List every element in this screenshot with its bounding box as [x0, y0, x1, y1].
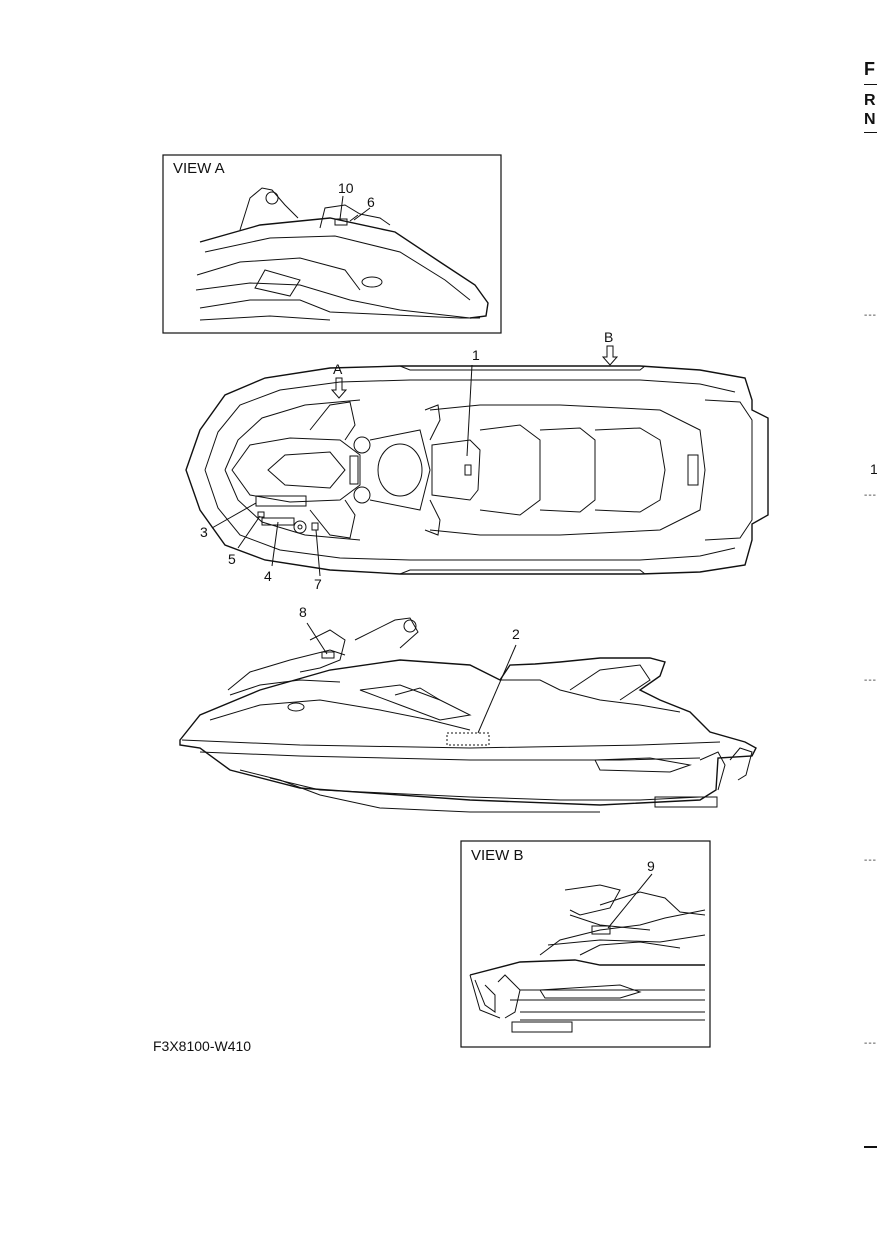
- view-a-title: VIEW A: [173, 160, 225, 177]
- side-view-illustration: [179, 617, 757, 813]
- callout-9: 9: [647, 858, 655, 874]
- top-view-illustration: [185, 365, 769, 575]
- edge-dash: ---: [864, 675, 877, 686]
- view-b-stern-illustration: [469, 884, 706, 1033]
- arrow-a-label: A: [333, 361, 343, 377]
- edge-dash: ---: [864, 310, 877, 321]
- callout-5: 5: [228, 551, 236, 567]
- view-b-title: VIEW B: [471, 847, 524, 864]
- edge-dash: ---: [864, 855, 877, 866]
- edge-letter-n: N: [864, 111, 876, 128]
- callout-leaders: [211, 195, 653, 929]
- callout-8: 8: [299, 604, 307, 620]
- edge-letter-r: R: [864, 92, 876, 109]
- callout-2: 2: [512, 626, 520, 642]
- callout-6: 6: [367, 194, 375, 210]
- arrow-b: [601, 345, 619, 366]
- edge-dash: ---: [864, 490, 877, 501]
- edge-rule: [864, 84, 877, 85]
- edge-rule: [864, 132, 877, 133]
- figure-code: F3X8100-W410: [153, 1038, 252, 1054]
- edge-letter-f: F: [864, 59, 875, 79]
- arrow-a: [330, 377, 348, 399]
- callout-7: 7: [314, 576, 322, 592]
- view-b-frame: [460, 840, 711, 1048]
- callout-10: 10: [338, 180, 354, 196]
- view-a-bow-illustration: [195, 187, 489, 321]
- edge-rule: [864, 1146, 877, 1148]
- edge-fragment: 1: [870, 461, 877, 477]
- edge-dash: ---: [864, 1038, 877, 1049]
- callout-1: 1: [472, 347, 480, 363]
- arrow-b-label: B: [604, 329, 614, 345]
- callout-4: 4: [264, 568, 272, 584]
- callout-3: 3: [200, 524, 208, 540]
- view-a-frame: [162, 154, 502, 334]
